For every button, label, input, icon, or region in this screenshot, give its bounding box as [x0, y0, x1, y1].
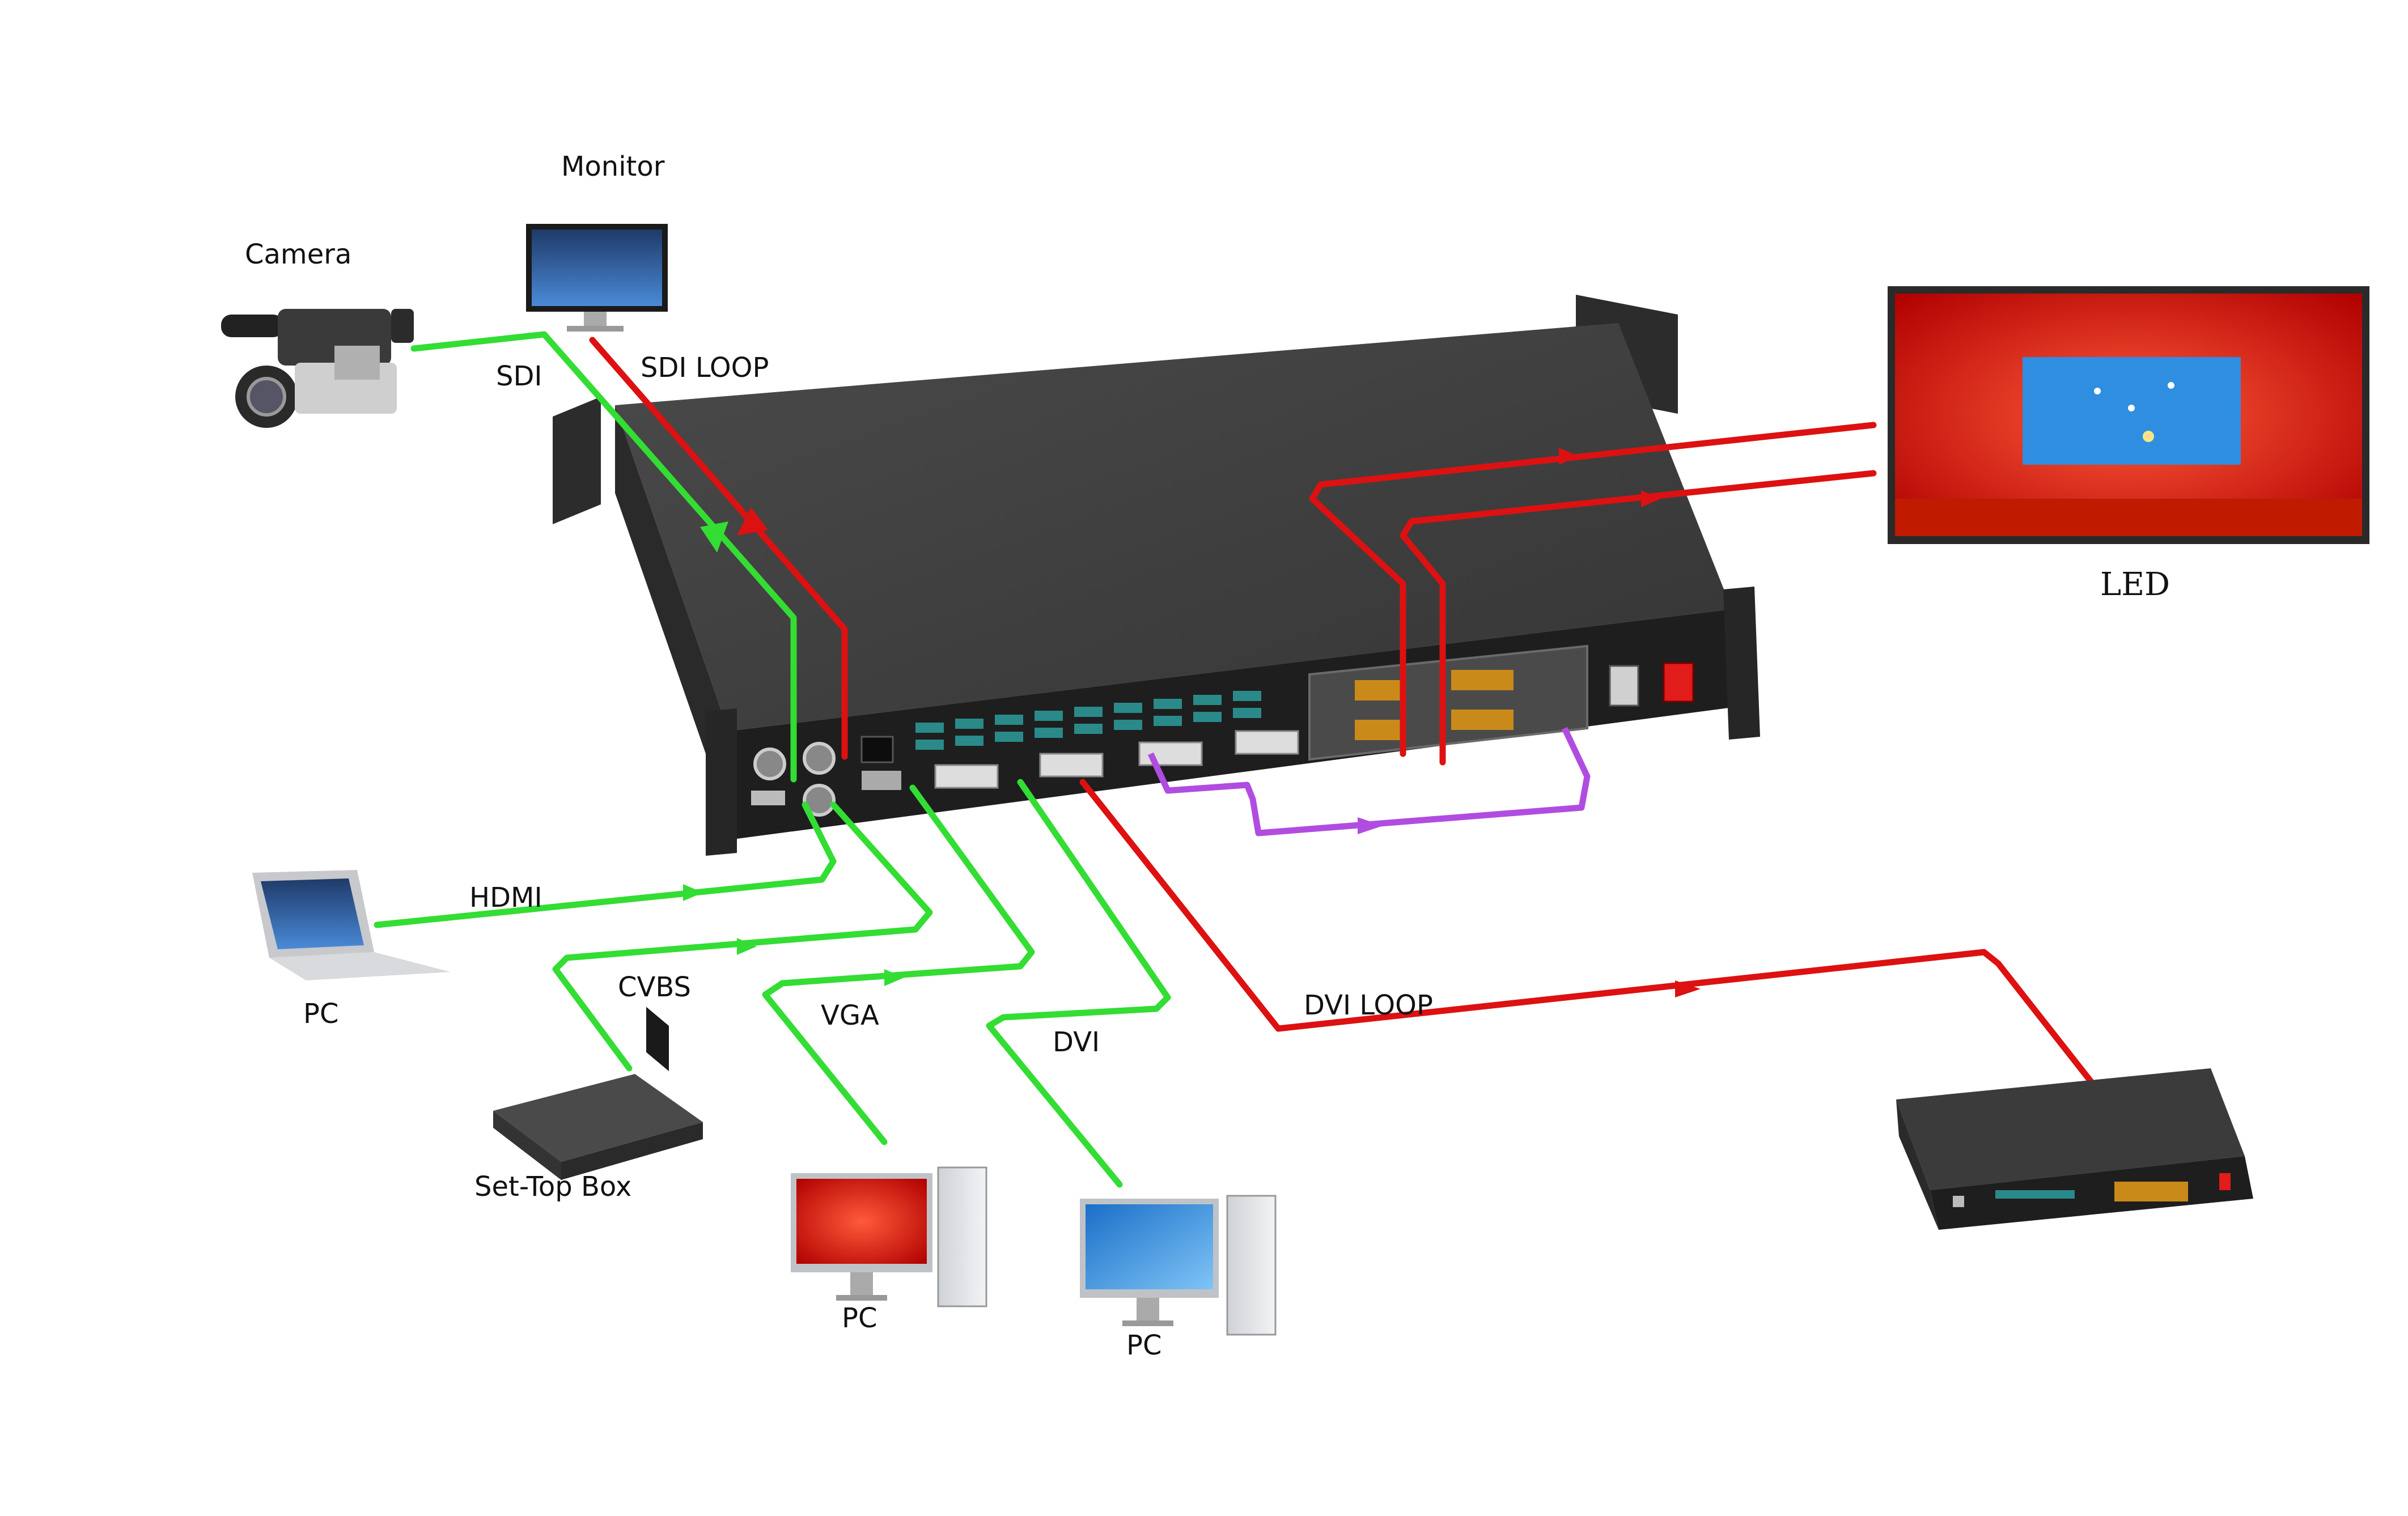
side-vents	[646, 1007, 669, 1072]
output-card-ports	[1355, 670, 1514, 740]
vga-cable	[762, 784, 1035, 1145]
label-dvi-loop: DVI LOOP	[1304, 990, 1433, 1021]
front-ear-right	[1723, 587, 1760, 740]
dvi-loop-cable	[1079, 779, 2095, 1086]
led-cable-1	[1309, 422, 1877, 757]
link-cable	[1148, 727, 1591, 836]
label-monitor: Monitor	[561, 151, 665, 182]
power-socket	[1609, 665, 1639, 707]
pc-tower-1-device	[791, 1166, 987, 1307]
camera-device	[221, 309, 414, 428]
processor-top-surface	[615, 323, 1732, 731]
label-pc-tower-2: PC	[1126, 1330, 1161, 1361]
video-processor-secondary	[1896, 1068, 2253, 1230]
monitor-device	[526, 224, 668, 332]
front-ear-left	[706, 708, 737, 856]
laptop-device	[252, 870, 451, 980]
sdi-loop-cable	[589, 337, 848, 760]
set-top-box-device	[493, 1074, 703, 1180]
pc-tower-2-device	[1080, 1195, 1277, 1336]
label-cvbs: CVBS	[618, 971, 691, 1003]
label-sdi-loop: SDI LOOP	[641, 352, 769, 384]
label-pc-laptop: PC	[303, 998, 338, 1030]
label-set-top-box: Set-Top Box	[474, 1171, 631, 1203]
processor-left-side	[615, 405, 728, 819]
label-vga: VGA	[821, 1000, 879, 1031]
label-pc-tower-1: PC	[842, 1302, 877, 1334]
dvi-cable	[986, 779, 1171, 1188]
label-camera: Camera	[245, 239, 351, 270]
label-dvi: DVI	[1053, 1026, 1100, 1058]
sdi-cable	[410, 331, 797, 783]
flow-arrows	[683, 448, 1701, 997]
label-sdi: SDI	[496, 360, 542, 392]
hdmi-cable	[374, 801, 837, 928]
led-cable-2	[1400, 470, 1877, 766]
label-hdmi: HDMI	[469, 882, 542, 914]
label-led: LED	[2100, 566, 2170, 603]
front-connectors	[751, 730, 1299, 817]
video-processor-main	[553, 295, 1760, 1072]
power-switch	[1663, 662, 1694, 703]
front-buttons	[915, 691, 1261, 750]
led-screen-device	[1888, 286, 2369, 544]
output-cables	[589, 337, 2095, 1086]
rack-ear-left	[553, 397, 601, 524]
